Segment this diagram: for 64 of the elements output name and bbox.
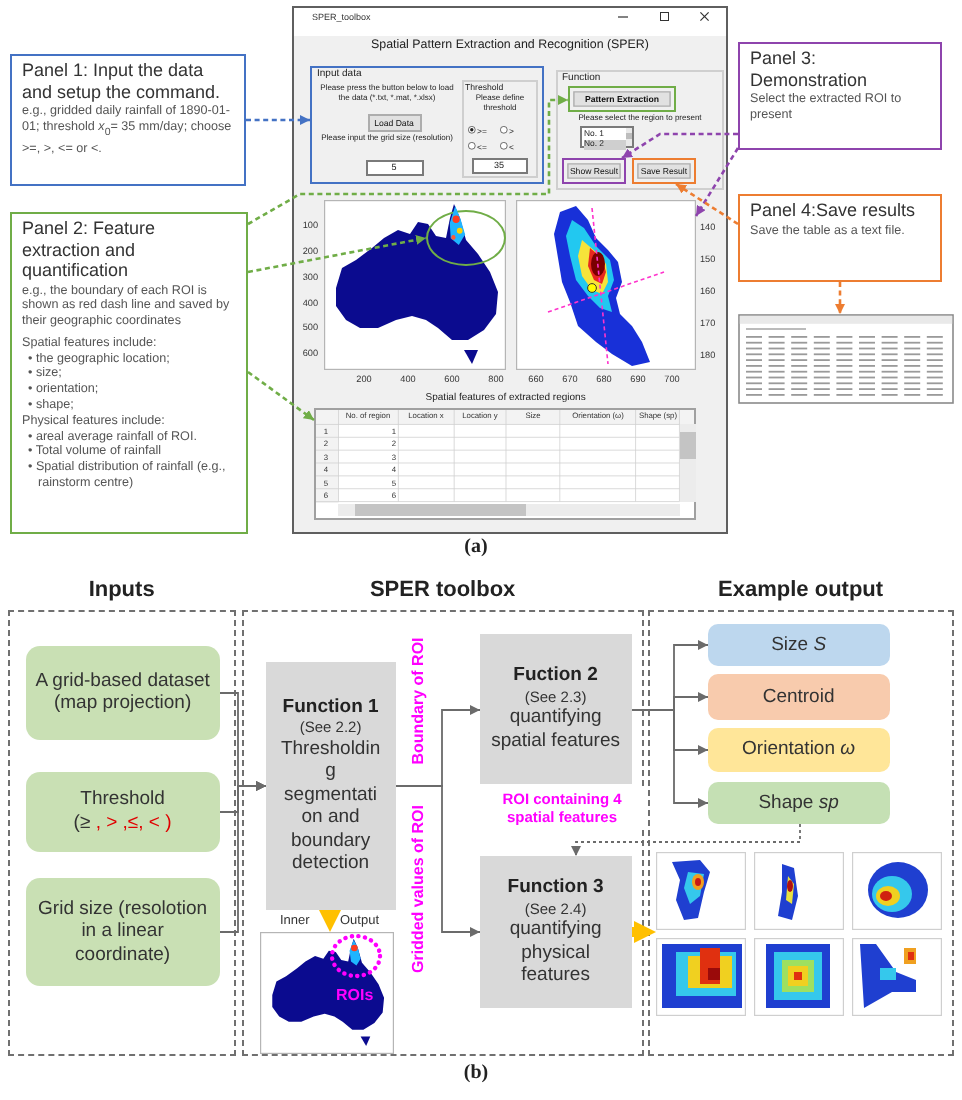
function-title: Fuction 2: [513, 664, 598, 688]
dashed-arrow: [246, 115, 310, 125]
panel-title: Panel 2: Feature extraction and quantification: [22, 218, 158, 281]
dashed-arrow: [247, 370, 315, 422]
group-heading: Example output: [716, 577, 886, 604]
box-label: Centroid: [762, 685, 835, 708]
panel-title: Panel 3: Demonstration: [750, 48, 870, 90]
panel-letter: (a): [462, 536, 490, 560]
block-arrow: [319, 910, 341, 932]
callout-panel: [738, 194, 942, 282]
block-arrow: [632, 921, 656, 943]
panel-letter: (b): [461, 1062, 491, 1086]
rainfall-map: [516, 200, 696, 370]
rainfall-map: [259, 931, 394, 1054]
box-label: Grid size (resolotion in a linear coordinate): [36, 897, 210, 967]
arrow: [395, 785, 481, 937]
function-title: Function 3: [507, 876, 604, 900]
function-panel: [556, 70, 724, 190]
input-box: [25, 645, 220, 740]
app-window: [292, 6, 728, 534]
operator-list: (≥ , > ,≤, < ): [73, 811, 172, 835]
callout-panel: [10, 212, 248, 534]
dashed-arrow: [571, 823, 801, 857]
box-label: Size S: [771, 633, 827, 656]
dashed-arrow: [835, 282, 845, 314]
dashed-arrow: [675, 182, 739, 226]
output-box: [707, 727, 890, 772]
box-label: Shape sp: [758, 791, 839, 814]
edge-label: Gridded values of ROI: [409, 804, 427, 972]
group-heading: Inputs: [86, 577, 157, 604]
arrow: [219, 781, 267, 933]
edge-label: Boundary of ROI: [408, 636, 427, 764]
dashed-arrow: [621, 132, 738, 160]
rainfall-map: [324, 200, 506, 370]
box-label: Threshold: [80, 788, 165, 812]
box-label: A grid-based dataset (map projection): [33, 669, 212, 716]
box-label: Orientation ω: [742, 738, 856, 761]
process-box: [479, 633, 632, 784]
threshold-panel: [461, 79, 537, 177]
input-panel: [310, 66, 544, 184]
arrow: [631, 709, 709, 808]
callout-panel: [738, 42, 942, 150]
panel-title: Panel 4:Save results: [750, 200, 918, 221]
process-box: [265, 661, 396, 910]
dashed-arrow: [694, 147, 740, 217]
input-box: [25, 771, 220, 852]
function-text: Thresholding segmentation and boundary detection: [280, 737, 381, 876]
group-heading: SPER toolbox: [367, 577, 518, 604]
table-screenshot: [738, 314, 954, 404]
output-box: [707, 673, 890, 720]
dashed-arrow: [247, 95, 568, 226]
region-list: [580, 126, 634, 148]
input-box: [25, 877, 220, 986]
function-title: Function 1: [282, 695, 379, 719]
function-text: quantifying physical features: [507, 918, 604, 988]
function-text: quantifying spatial features: [489, 706, 623, 753]
process-box: [479, 855, 632, 1008]
output-box: [707, 623, 890, 666]
map-annotation: ROIs: [336, 986, 376, 1004]
output-box: [707, 781, 890, 824]
panel-title: Panel 1: Input the data and setup the command.: [22, 60, 223, 102]
plot-grid: [655, 851, 942, 1016]
dashed-arrow: [247, 234, 427, 274]
callout-panel: [10, 54, 246, 186]
